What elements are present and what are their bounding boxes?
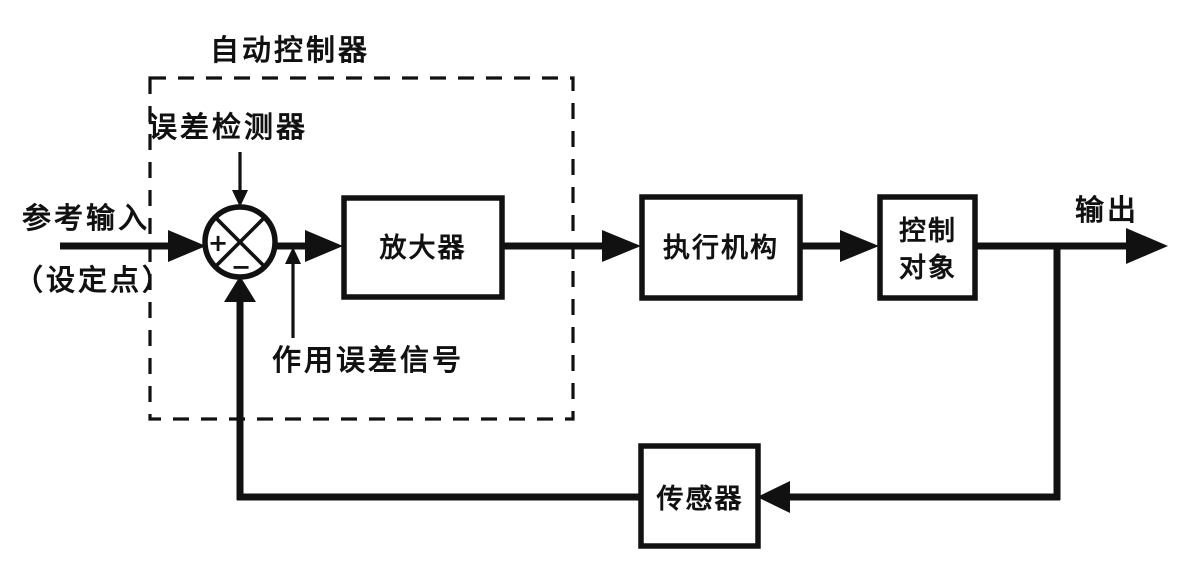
summing-junction-plus-sign: +	[208, 229, 228, 257]
block-amplifier	[341, 195, 505, 300]
arrow-feedback-into-junction	[224, 276, 256, 302]
arrow-feedback-into-sensor	[757, 481, 790, 513]
summing-junction-cross-b	[214, 216, 266, 268]
setpoint-label: （设定点）	[14, 263, 174, 297]
output-label: 输出	[1075, 193, 1139, 227]
block-sensor	[638, 443, 761, 549]
automatic-controller-label: 自动控制器	[210, 33, 370, 67]
block-plant-label-line1: 控制	[899, 216, 957, 247]
arrow-actuating-error-signal	[285, 247, 301, 264]
block-actuator	[639, 194, 803, 301]
arrow-output	[1126, 228, 1168, 264]
arrow-reference-input	[168, 230, 206, 262]
summing-junction-minus-sign: −	[231, 253, 251, 281]
actuating-error-signal-label: 作用误差信号	[272, 343, 464, 377]
reference-input-label: 参考输入	[22, 201, 150, 235]
block-actuator-label: 执行机构	[663, 232, 779, 264]
arrow-actuator-to-plant	[840, 230, 879, 262]
arrow-error-to-amplifier	[305, 230, 343, 262]
arrow-amplifier-to-actuator	[602, 230, 641, 262]
arrow-error-detector-pointer	[232, 190, 248, 207]
block-amplifier-label: 放大器	[379, 232, 467, 264]
error-detector-label: 误差检测器	[148, 110, 308, 144]
block-plant-label-line2: 对象	[899, 252, 957, 284]
block-sensor-label: 传感器	[656, 483, 744, 515]
